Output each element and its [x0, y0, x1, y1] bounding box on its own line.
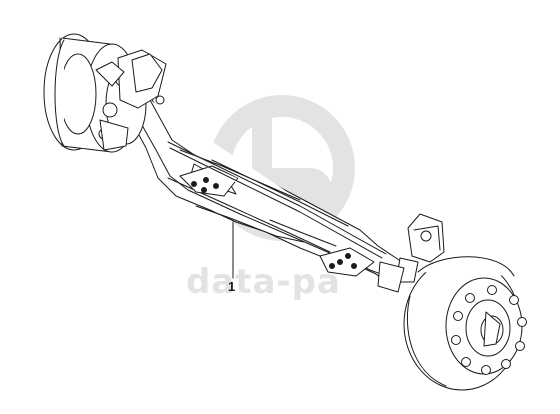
right-brake-drum	[377, 213, 527, 391]
callout-label-1: 1	[228, 279, 236, 294]
watermark-text: data-pa	[186, 262, 341, 302]
axle-beam	[119, 87, 403, 291]
left-brake-drum	[43, 33, 167, 153]
